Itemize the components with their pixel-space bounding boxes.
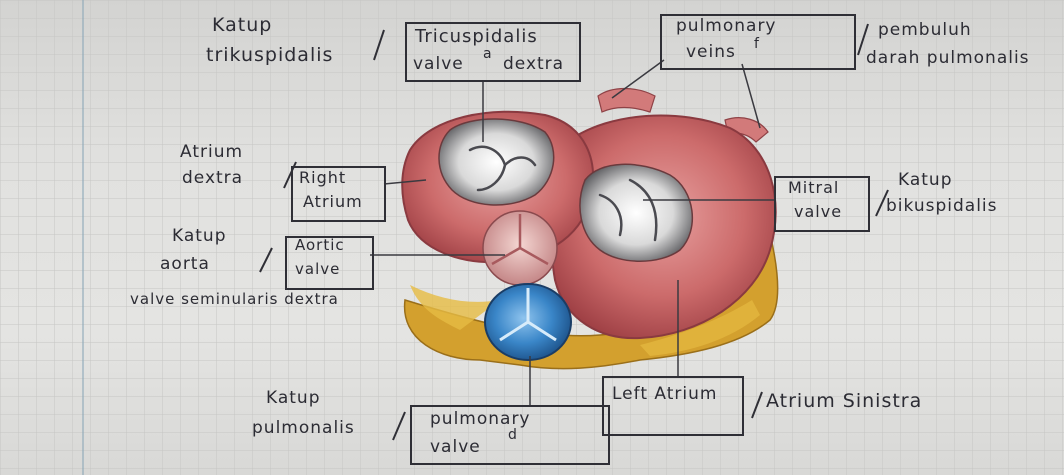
label-letter-d: d [508,427,518,443]
label-katup-4: Katup [266,388,321,408]
label-katup-trikuspidalis-1: Katup [212,14,272,36]
box-pulmonary-valve: pulmonary valve d [410,405,610,465]
label-dextra: dextra [503,54,564,74]
label-dextra-2: dextra [182,168,243,188]
box-aortic-valve: Aortic valve [285,236,374,290]
box-pulmonary-veins: pulmonary veins f [660,14,856,70]
label-valve-4: valve [430,437,481,457]
box-right-atrium: Right Atrium [291,166,386,222]
label-pulmonary-2: pulmonary [430,409,531,429]
label-valve-seminularis: valve seminularis dextra [130,290,339,308]
label-katup-trikuspidalis-2: trikuspidalis [206,44,333,66]
box-mitral-valve: Mitral valve [774,176,870,232]
label-mitral: Mitral [788,178,839,197]
label-right: Right [299,168,346,187]
label-veins: veins [686,42,736,62]
label-valve: valve [413,54,464,74]
box-left-atrium: Left Atrium [602,376,744,436]
label-katup-2: Katup [898,170,953,190]
label-pulmonalis: pulmonalis [252,418,355,438]
label-bikuspidalis: bikuspidalis [886,196,998,216]
label-left-atrium: Left Atrium [612,384,717,404]
label-atrium: Atrium [180,142,243,162]
box-tricuspidalis-valve: Tricuspidalis valve a dextra [405,22,581,82]
label-atrium-2: Atrium [303,192,363,211]
label-pembuluh: pembuluh [878,20,972,40]
label-letter-f: f [754,36,760,52]
label-atrium-sinistra: Atrium Sinistra [766,390,922,412]
label-tricuspidalis: Tricuspidalis [415,26,538,47]
label-aorta: aorta [160,254,210,274]
label-katup-3: Katup [172,226,227,246]
label-aortic: Aortic [295,236,345,254]
label-letter-a: a [483,46,493,62]
label-valve-3: valve [295,260,340,278]
label-valve-2: valve [794,202,842,221]
label-pulmonary: pulmonary [676,16,777,36]
label-darah-pulmonalis: darah pulmonalis [866,48,1030,68]
